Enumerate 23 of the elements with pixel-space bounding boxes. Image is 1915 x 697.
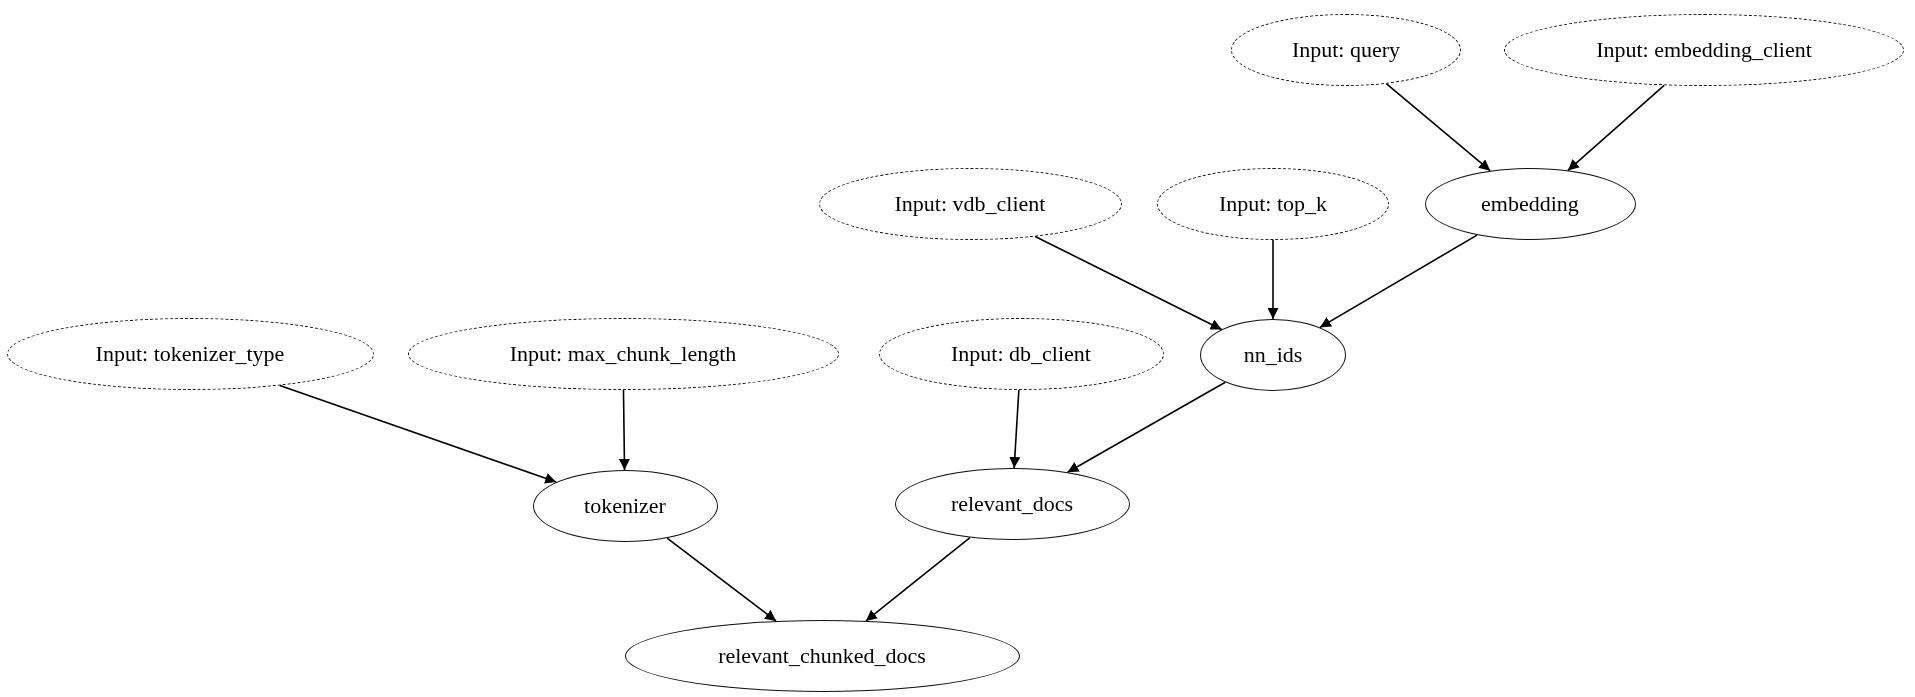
arrow <box>1034 235 1223 331</box>
node-label: Input: vdb_client <box>894 191 1046 217</box>
node-label: nn_ids <box>1243 342 1303 368</box>
node-label: embedding <box>1481 191 1579 217</box>
arrow <box>1009 389 1021 469</box>
node-label: Input: query <box>1291 37 1401 63</box>
node-label: relevant_docs <box>950 491 1074 517</box>
arrow <box>279 384 557 484</box>
node-label: Input: tokenizer_type <box>95 341 285 367</box>
node-label: relevant_chunked_docs <box>718 643 926 669</box>
node-label: Input: db_client <box>951 341 1091 367</box>
arrow <box>1066 381 1227 474</box>
node-label: Input: max_chunk_length <box>509 341 737 367</box>
arrow <box>1319 234 1478 329</box>
node-label: Input: embedding_client <box>1596 37 1812 63</box>
arrow <box>865 536 971 622</box>
arrow <box>666 537 777 622</box>
arrow <box>1267 239 1279 320</box>
arrow <box>1567 84 1665 172</box>
arrow <box>1385 82 1491 172</box>
node-label: Input: top_k <box>1218 191 1328 217</box>
arrow <box>618 389 630 471</box>
node-label: tokenizer <box>584 493 666 519</box>
